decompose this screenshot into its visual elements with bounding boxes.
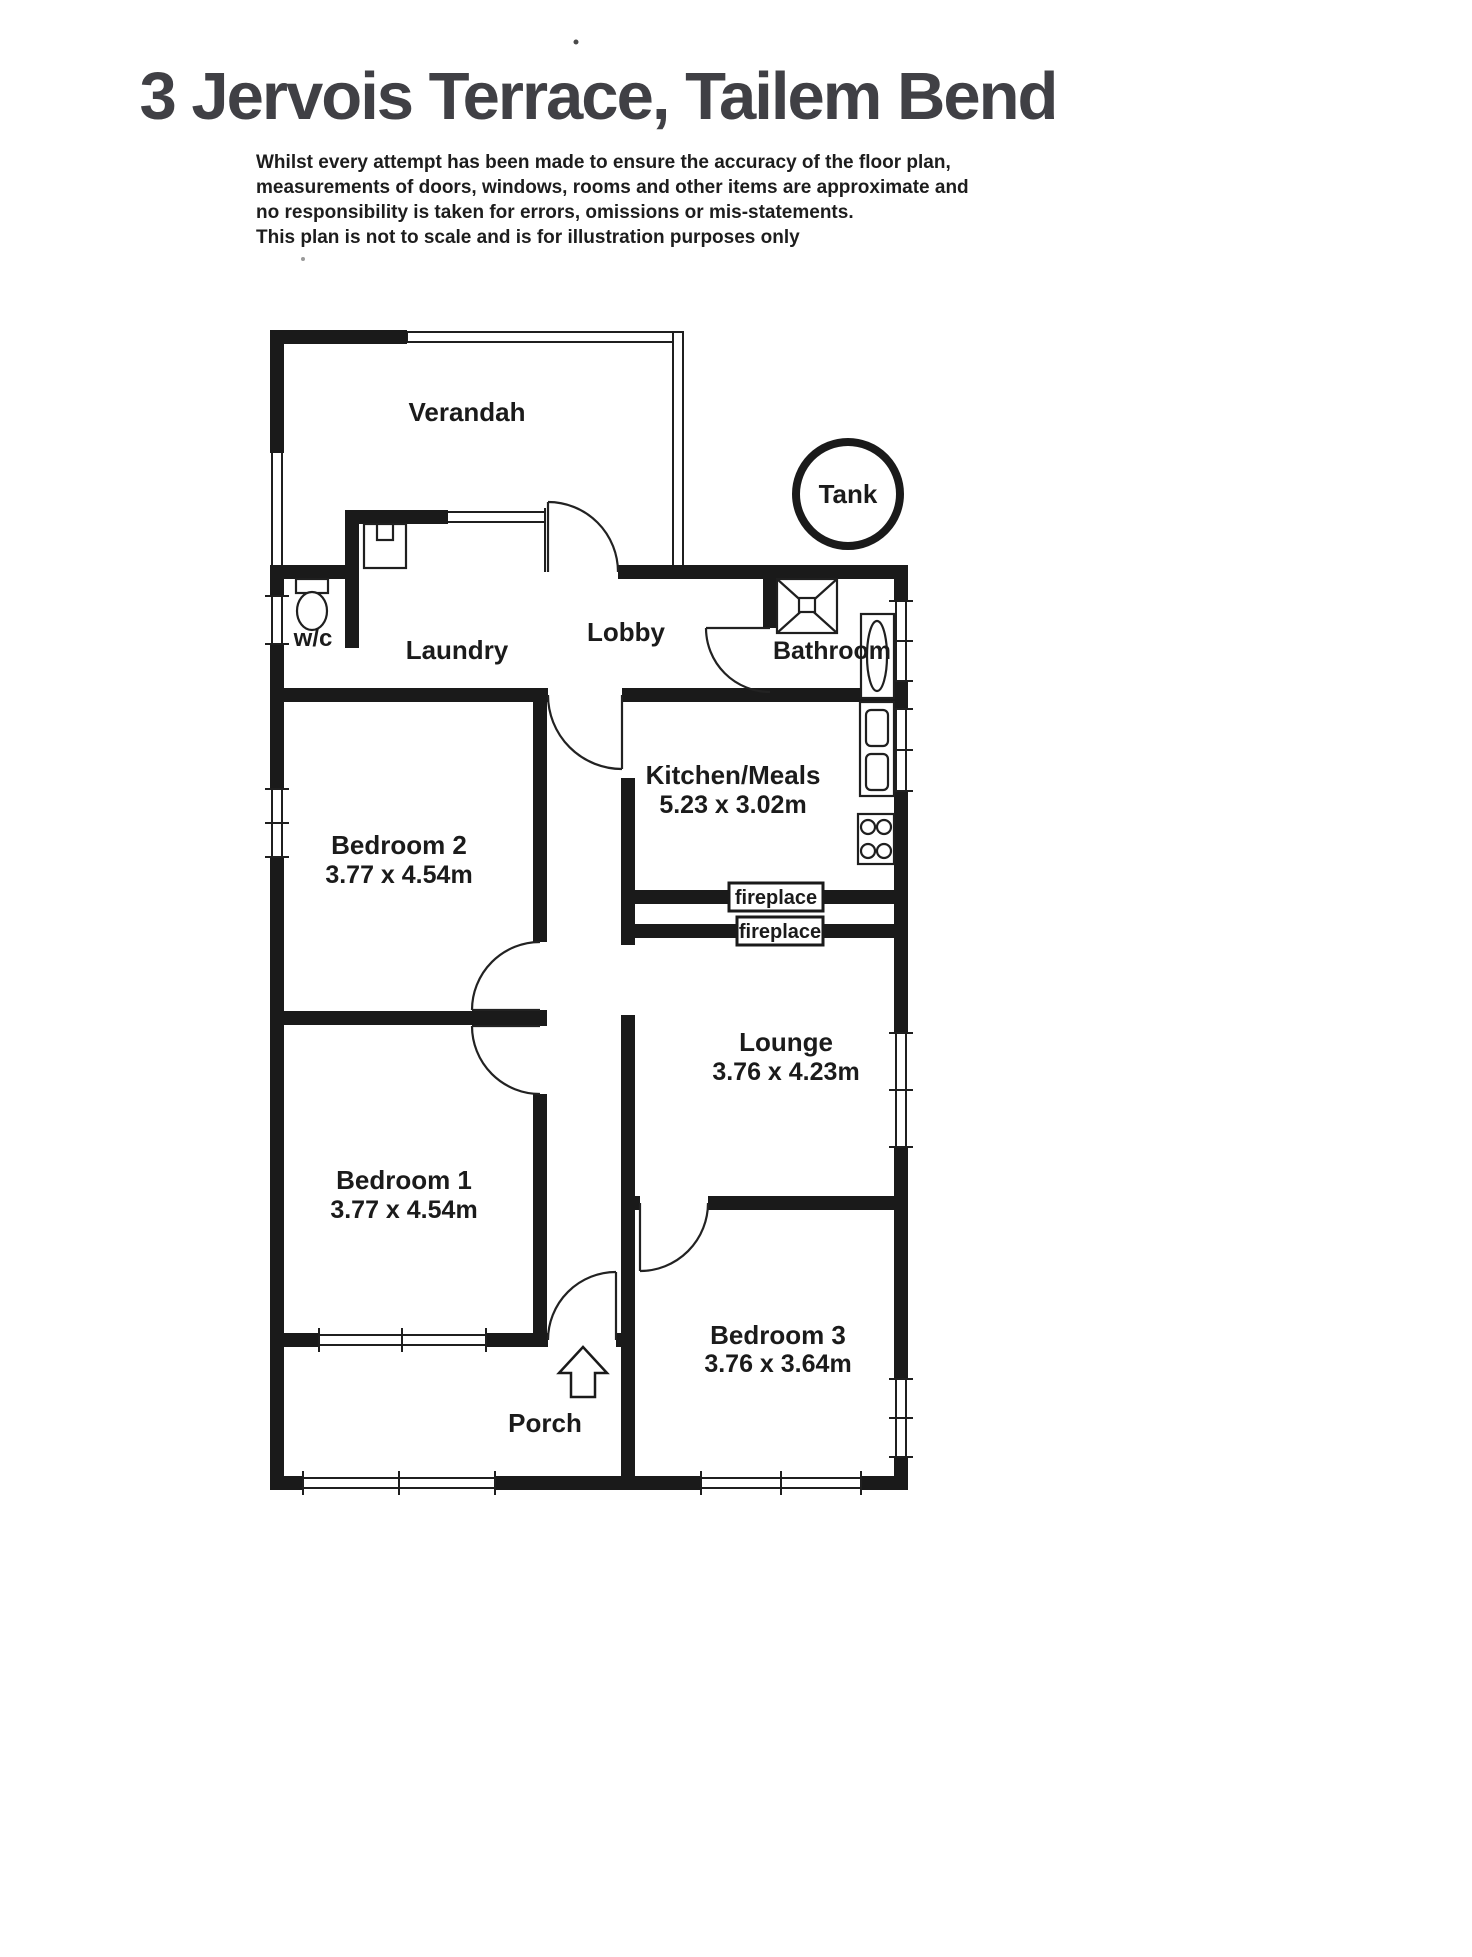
verandah-edge-left-lower — [271, 449, 283, 569]
window-bedroom2-west — [265, 788, 289, 858]
scan-speck — [301, 257, 305, 261]
lounge-dimensions: 3.76 x 4.23m — [712, 1058, 859, 1086]
lobby-label: Lobby — [587, 617, 666, 647]
tank: Tank — [792, 438, 904, 550]
disclaimer: Whilst every attempt has been made to en… — [256, 150, 969, 250]
door-bathroom — [704, 626, 771, 694]
lounge-label: Lounge — [739, 1027, 833, 1057]
fireplace-lounge-box — [735, 915, 825, 947]
bedroom2-label: Bedroom 2 — [331, 830, 467, 860]
door-bedroom2 — [470, 940, 541, 1012]
verandah-label: Verandah — [408, 397, 525, 427]
tank-circle — [792, 438, 904, 550]
tank-label: Tank — [819, 479, 878, 509]
door-front-entry — [546, 1270, 618, 1341]
laundry-trough-icon — [362, 522, 408, 570]
window-bathroom-east — [889, 600, 913, 682]
toilet-icon — [294, 577, 330, 632]
verandah-edge-top — [406, 331, 684, 343]
verandah-outline — [270, 330, 684, 573]
laundry-tap-icon — [375, 522, 395, 542]
stove-icon — [856, 812, 896, 866]
windows — [265, 595, 913, 1495]
fireplace-kitchen-label: fireplace — [735, 887, 817, 909]
kitchen-label: Kitchen/Meals — [646, 760, 821, 790]
door-lobby-verandah — [546, 500, 620, 573]
entry-arrow-icon — [556, 1345, 610, 1399]
kitchen-sink-icon — [858, 700, 896, 798]
disclaimer-line-3: no responsibility is taken for errors, o… — [256, 202, 854, 223]
disclaimer-line-4: This plan is not to scale and is for ill… — [256, 227, 800, 248]
doors — [470, 500, 771, 1341]
fireplace-lounge-label: fireplace — [739, 921, 821, 943]
porch-label: Porch — [508, 1408, 582, 1438]
fixtures — [294, 577, 896, 866]
door-bedroom1 — [470, 1024, 541, 1096]
wc-label: w/c — [293, 625, 333, 652]
kitchen-dimensions: 5.23 x 3.02m — [659, 791, 806, 819]
window-bedroom3-east — [889, 1378, 913, 1458]
scan-speck — [573, 39, 579, 45]
window-kitchen-east — [889, 708, 913, 792]
bedroom1-label: Bedroom 1 — [336, 1165, 472, 1195]
fireplace-lounge: fireplace — [735, 915, 825, 947]
verandah-edge-right — [672, 331, 684, 573]
room-labels: Verandah w/c Laundry Lobby Bathroom Kitc… — [293, 397, 891, 1438]
fireplace-kitchen-box — [727, 881, 825, 913]
disclaimer-line-2: measurements of doors, windows, rooms an… — [256, 177, 969, 198]
page-title: 3 Jervois Terrace, Tailem Bend — [139, 59, 1059, 134]
shower-icon — [775, 577, 839, 635]
window-bedroom1-south — [318, 1328, 487, 1352]
door-bedroom3 — [638, 1202, 710, 1273]
window-bedroom3-south — [700, 1471, 862, 1495]
door-lobby-hall — [546, 694, 624, 771]
bedroom3-dimensions: 3.76 x 3.64m — [704, 1350, 851, 1378]
window-lounge-east — [889, 1032, 913, 1148]
window-wc-west — [265, 595, 289, 645]
alcove-window — [448, 508, 546, 572]
bathtub-icon — [859, 612, 896, 700]
laundry-label: Laundry — [406, 635, 509, 665]
bathroom-label: Bathroom — [773, 637, 891, 665]
bedroom1-dimensions: 3.77 x 4.54m — [330, 1196, 477, 1224]
window-porch-south — [302, 1471, 496, 1495]
fireplace-kitchen: fireplace — [727, 881, 825, 913]
disclaimer-line-1: Whilst every attempt has been made to en… — [256, 152, 951, 173]
bedroom2-dimensions: 3.77 x 4.54m — [325, 861, 472, 889]
bedroom3-label: Bedroom 3 — [710, 1320, 846, 1350]
laundry-alcove — [345, 505, 548, 648]
